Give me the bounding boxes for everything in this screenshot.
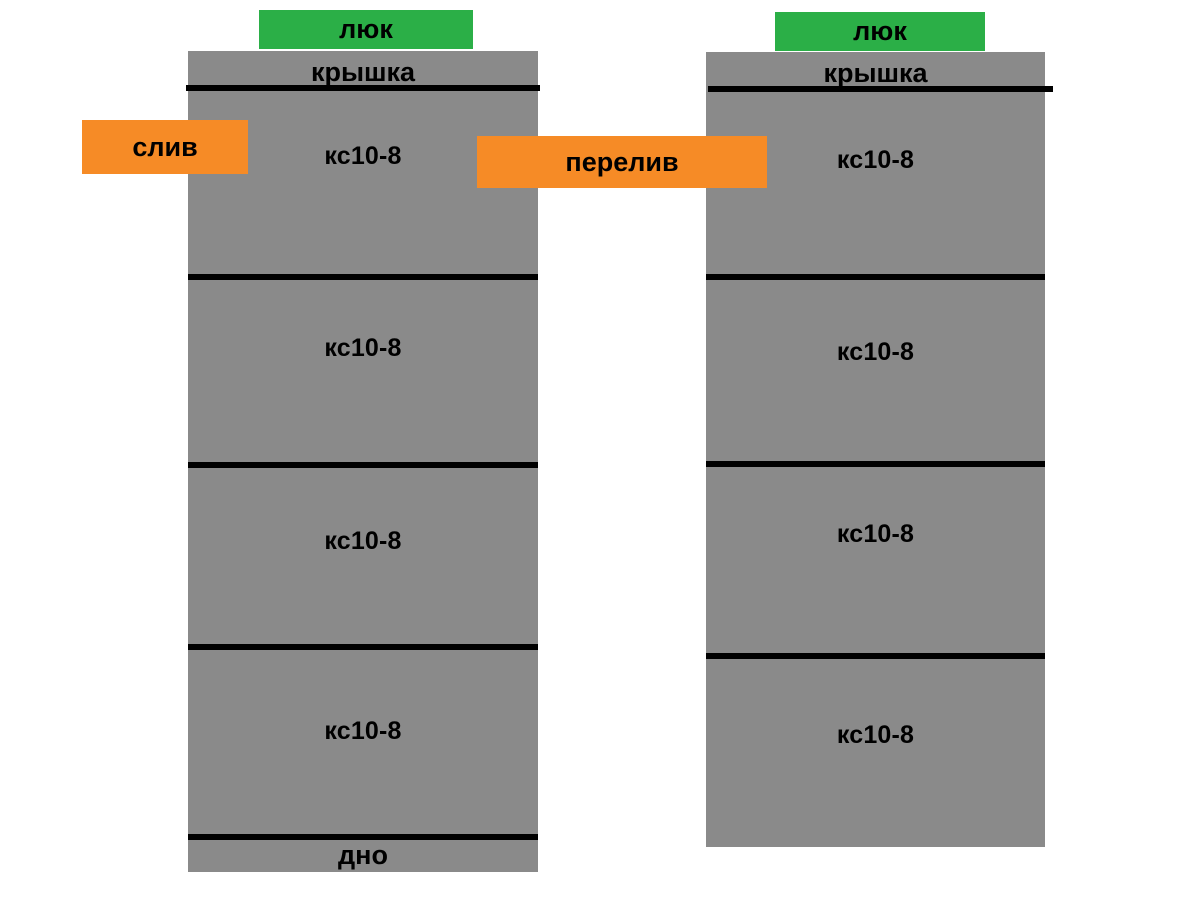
drain-pipe: слив: [82, 120, 248, 174]
right-tank-cover-label: крышка: [823, 58, 928, 88]
right-tank-ring-divider-3: [706, 653, 1045, 659]
overflow-pipe: перелив: [477, 136, 767, 188]
left-tank-bottom-line: [188, 834, 538, 840]
left-tank-ring-divider-3: [188, 644, 538, 650]
left-tank-ring-label-3: кс10-8: [324, 527, 402, 555]
right-tank-cover-line: [708, 86, 1053, 92]
left-tank-hatch-label: люк: [339, 14, 393, 44]
right-tank-hatch: люк: [775, 12, 985, 51]
right-tank-ring-label-2: кс10-8: [836, 338, 915, 366]
left-tank-cover-label: крышка: [310, 57, 416, 87]
right-tank-hatch-label: люк: [853, 16, 907, 46]
right-tank-ring-label-3: кс10-8: [836, 520, 915, 548]
left-tank-ring-label-4: кс10-8: [324, 717, 402, 745]
right-tank-ring-divider-2: [706, 461, 1045, 467]
right-tank-ring-label-4: кс10-8: [836, 721, 915, 749]
left-tank-cover-line: [186, 85, 540, 91]
left-tank-ring-label-1: кс10-8: [324, 142, 402, 170]
left-tank-ring-label-2: кс10-8: [324, 334, 402, 362]
left-tank-hatch: люк: [259, 10, 473, 49]
right-tank-ring-divider-1: [706, 274, 1045, 280]
left-tank-bottom-label: дно: [338, 840, 388, 870]
drain-pipe-label: слив: [132, 131, 198, 162]
overflow-pipe-label: перелив: [565, 146, 679, 177]
right-tank-ring-label-1: кс10-8: [836, 146, 915, 174]
left-tank-ring-divider-1: [188, 274, 538, 280]
left-tank-ring-divider-2: [188, 462, 538, 468]
